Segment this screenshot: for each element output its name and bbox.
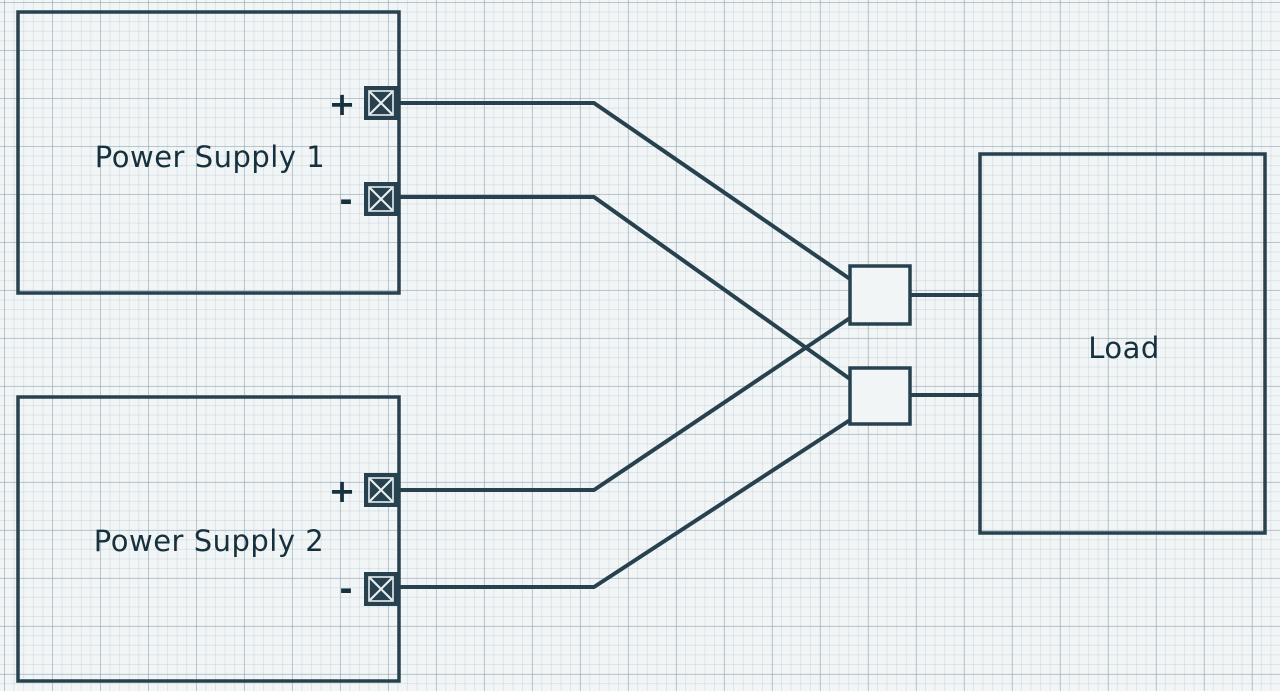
power-supply-2[interactable]: Power Supply 2 + - (16, 395, 401, 683)
wire-ps1-minus-to-junction-2 (396, 195, 852, 381)
load-box (978, 152, 1267, 535)
wire-ps1-plus-to-junction-1 (396, 101, 852, 281)
power-supply-2-plus-sign: + (329, 472, 356, 510)
power-supply-1-box (16, 10, 401, 295)
x-square-icon[interactable] (364, 572, 398, 606)
power-supply-2-minus-sign: - (339, 570, 352, 608)
wire-ps2-minus-to-junction-2 (396, 418, 852, 589)
junction-box-1[interactable] (848, 264, 912, 326)
load-label: Load (1088, 331, 1160, 365)
x-square-icon[interactable] (364, 86, 398, 120)
wire-ps2-plus-to-junction-1 (396, 316, 852, 492)
power-supply-1[interactable]: Power Supply 1 + - (16, 10, 401, 295)
power-supply-1-plus-sign: + (329, 85, 356, 123)
power-supply-2-label: Power Supply 2 (94, 524, 324, 558)
power-supply-1-label: Power Supply 1 (95, 140, 325, 174)
x-square-icon[interactable] (364, 473, 398, 507)
load[interactable]: Load (978, 152, 1267, 535)
junction-box-2[interactable] (848, 366, 912, 426)
power-supply-1-minus-sign: - (339, 181, 352, 219)
x-square-icon[interactable] (364, 182, 398, 216)
power-supply-2-box (16, 395, 401, 683)
